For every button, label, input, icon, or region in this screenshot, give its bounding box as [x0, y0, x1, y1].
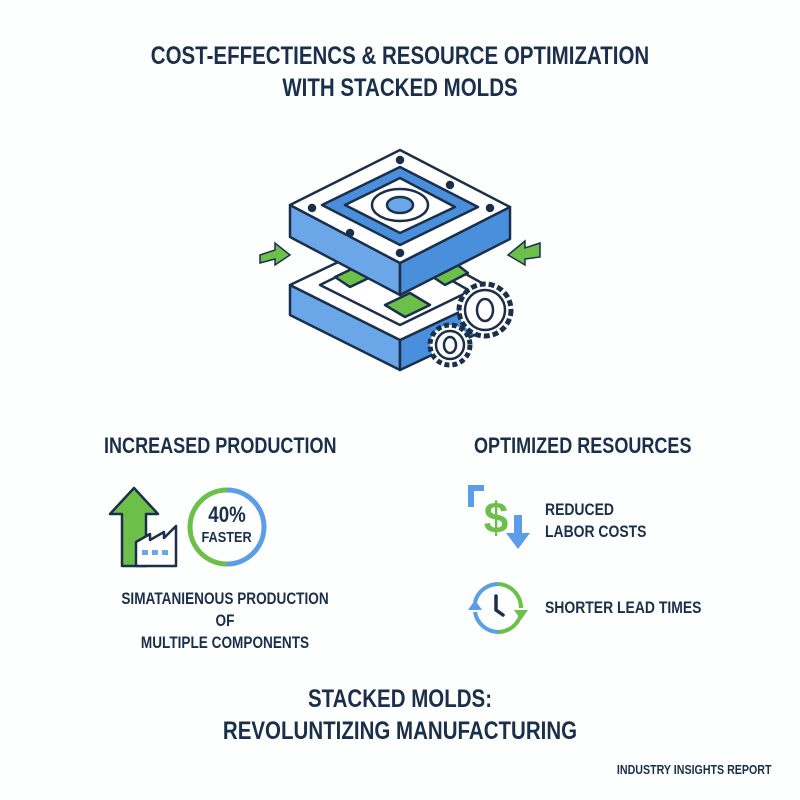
- reduced-labor-costs-label: REDUCED LABOR COSTS: [545, 500, 647, 541]
- clock-cycle-icon: [468, 582, 528, 634]
- production-description: SIMATANIENOUS PRODUCTION OF MULTIPLE COM…: [121, 589, 329, 652]
- title-line-1: COST-EFFECTIENCS & RESOURCE OPTIMIZATION: [150, 42, 650, 70]
- badge-label: FASTER: [201, 529, 253, 546]
- progress-ring-icon: [187, 487, 267, 567]
- optimized-resources-heading: OPTIMIZED RESOURCES: [474, 433, 692, 458]
- shorter-lead-times-label: SHORTER LEAD TIMES: [545, 598, 702, 617]
- badge-value: 40%: [208, 502, 246, 527]
- speed-badge: 40% FASTER: [186, 486, 268, 568]
- page-title: COST-EFFECTIENCS & RESOURCE OPTIMIZATION…: [0, 40, 800, 104]
- report-label: INDUSTRY INSIGHTS REPORT: [617, 762, 772, 777]
- title-line-2: WITH STACKED MOLDS: [282, 74, 518, 102]
- increased-production-heading: INCREASED PRODUCTION: [104, 433, 337, 458]
- growth-arrow-factory-icon: [108, 486, 178, 568]
- footer-title: STACKED MOLDS: REVOLUNTIZING MANUFACTURI…: [222, 685, 578, 745]
- stacked-mold-icon: [259, 148, 541, 372]
- dollar-down-icon: $: [468, 485, 530, 549]
- svg-text:$: $: [484, 494, 508, 543]
